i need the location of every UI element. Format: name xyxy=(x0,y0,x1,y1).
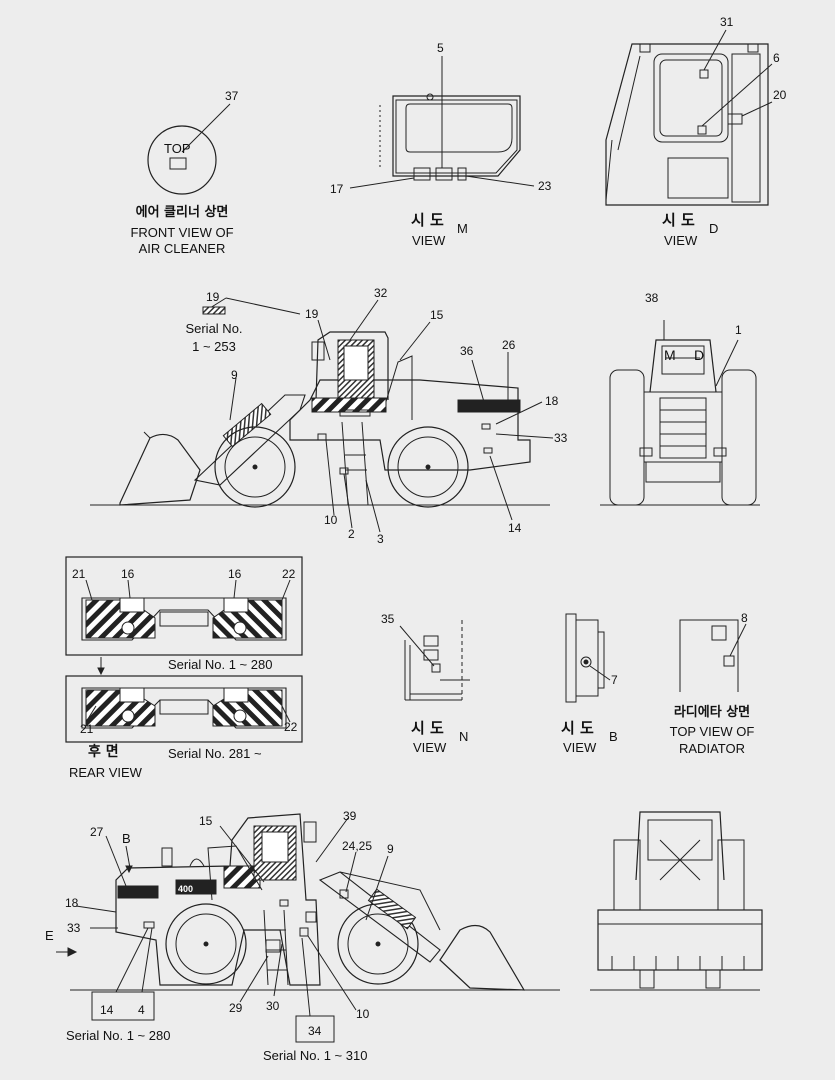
callout-19b: 19 xyxy=(305,307,319,321)
callout-38: 38 xyxy=(645,291,659,305)
rear-view-serial-281 xyxy=(65,675,303,743)
view-b-arrow-letter: B xyxy=(122,831,131,846)
view-b-letter: B xyxy=(609,729,618,744)
radiator-top-view xyxy=(679,619,747,692)
air-cleaner-title-ko: 에어 클리너 상면 xyxy=(135,205,229,220)
rear-view-title-ko: 후 면 xyxy=(88,744,119,760)
callout-36: 36 xyxy=(460,344,474,358)
radiator-title-ko: 라디에타 상면 xyxy=(673,705,751,720)
callout-9b: 9 xyxy=(387,842,394,856)
serial-1-310-label: Serial No. 1 ~ 310 xyxy=(263,1048,368,1063)
view-n-title-en: VIEW xyxy=(413,740,447,755)
loader-side-view-left xyxy=(56,813,560,1017)
air-cleaner-title-en1: FRONT VIEW OF xyxy=(130,225,234,240)
serial-1-280-label: Serial No. 1 ~ 280 xyxy=(168,657,273,672)
callout-21b: 21 xyxy=(80,722,94,736)
view-b-title-ko: 시 도 xyxy=(561,719,594,737)
view-d-title-en: VIEW xyxy=(664,233,698,248)
callout-34: 34 xyxy=(308,1024,322,1038)
top-label: TOP xyxy=(164,141,191,156)
callout-14a: 14 xyxy=(508,521,522,535)
brand-400-mark: 400 xyxy=(178,884,194,894)
callout-8: 8 xyxy=(741,611,748,625)
callout-9a: 9 xyxy=(231,368,238,382)
callout-10a: 10 xyxy=(324,513,338,527)
radiator-title-en2: RADIATOR xyxy=(679,741,745,756)
view-d-drawing xyxy=(605,29,773,206)
serial-281-label: Serial No. 281 ~ xyxy=(168,746,262,761)
loader-front-view-top xyxy=(600,320,760,506)
view-n-drawing xyxy=(399,620,470,701)
callout-29: 29 xyxy=(229,1001,243,1015)
callout-20: 20 xyxy=(773,88,787,102)
callout-32: 32 xyxy=(374,286,388,300)
serial-1-253-line1: Serial No. xyxy=(185,321,243,336)
callout-5: 5 xyxy=(437,41,444,55)
callout-35: 35 xyxy=(381,612,395,626)
callout-33b: 33 xyxy=(67,921,81,935)
callout-7: 7 xyxy=(611,673,618,687)
air-cleaner-view xyxy=(147,103,231,195)
callout-18a: 18 xyxy=(545,394,559,408)
front-letter-m: M xyxy=(664,347,676,363)
callout-22b: 22 xyxy=(284,720,298,734)
callout-33a: 33 xyxy=(554,431,568,445)
callout-26: 26 xyxy=(502,338,516,352)
callout-10b: 10 xyxy=(356,1007,370,1021)
rear-view-serial-1-280 xyxy=(65,556,303,656)
callout-31: 31 xyxy=(720,15,734,29)
callout-27: 27 xyxy=(90,825,104,839)
callout-16a: 16 xyxy=(121,567,135,581)
loader-front-view-bottom xyxy=(590,811,763,991)
callout-17: 17 xyxy=(330,182,344,196)
view-n-letter: N xyxy=(459,729,469,744)
view-m-title-en: VIEW xyxy=(412,233,446,248)
callout-16b: 16 xyxy=(228,567,242,581)
callout-15a: 15 xyxy=(430,308,444,322)
view-m-title-ko: 시 도 xyxy=(411,211,444,229)
serial-1-253-line2: 1 ~ 253 xyxy=(192,339,236,354)
air-cleaner-title-en2: AIR CLEANER xyxy=(138,241,226,256)
view-n-title-ko: 시 도 xyxy=(411,719,444,737)
callout-21a: 21 xyxy=(72,567,86,581)
callout-22a: 22 xyxy=(282,567,296,581)
serial-1-280-bottom: Serial No. 1 ~ 280 xyxy=(66,1028,171,1043)
view-m-letter: M xyxy=(457,221,468,236)
callout-2: 2 xyxy=(348,527,355,541)
view-d-title-ko: 시 도 xyxy=(662,211,695,229)
radiator-title-en1: TOP VIEW OF xyxy=(669,724,755,739)
callout-15b: 15 xyxy=(199,814,213,828)
callout-30: 30 xyxy=(266,999,280,1013)
callout-39: 39 xyxy=(343,809,357,823)
rear-view-title-en: REAR VIEW xyxy=(69,765,142,780)
callout-3: 3 xyxy=(377,532,384,546)
callout-23: 23 xyxy=(538,179,552,193)
callout-37: 37 xyxy=(225,89,239,103)
callout-19a: 19 xyxy=(206,290,220,304)
loader-side-view-right xyxy=(90,297,554,533)
view-e-letter: E xyxy=(45,928,54,943)
view-b-title-en: VIEW xyxy=(563,740,597,755)
callout-4: 4 xyxy=(138,1003,145,1017)
view-b-drawing xyxy=(565,613,611,703)
callout-1: 1 xyxy=(735,323,742,337)
callout-6: 6 xyxy=(773,51,780,65)
view-d-letter: D xyxy=(709,221,719,236)
front-letter-d: D xyxy=(694,347,705,363)
callout-14b: 14 xyxy=(100,1003,114,1017)
callout-24-25: 24,25 xyxy=(342,839,373,853)
callout-18b: 18 xyxy=(65,896,79,910)
view-m-drawing xyxy=(349,56,535,189)
